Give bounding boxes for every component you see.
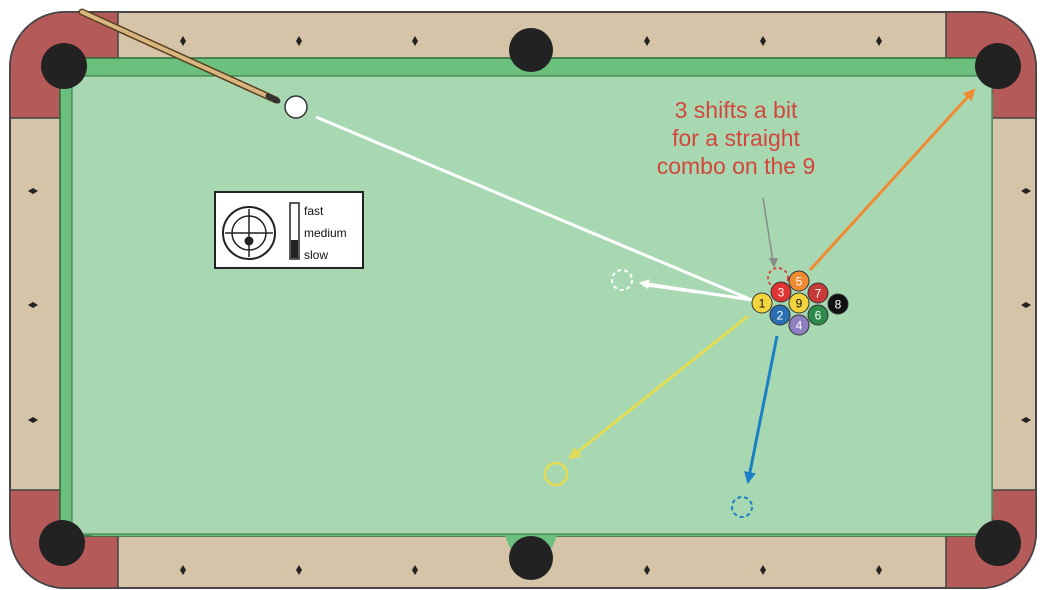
callout-line-2: for a straight — [606, 124, 866, 152]
ball-1: 1 — [752, 293, 772, 313]
speed-label-fast: fast — [304, 204, 323, 218]
speed-meter-icon — [288, 202, 302, 262]
ball-4-label: 4 — [796, 319, 803, 333]
ball-4: 4 — [789, 315, 809, 335]
ball-6-label: 6 — [815, 309, 822, 323]
ball-1-label: 1 — [759, 297, 766, 311]
ball-8-label: 8 — [835, 298, 842, 312]
ball-7: 7 — [808, 283, 828, 303]
callout-line-3: combo on the 9 — [606, 152, 866, 180]
ball-5: 5 — [789, 271, 809, 291]
speed-label-slow: slow — [304, 248, 328, 262]
ball-7-label: 7 — [815, 287, 822, 301]
ball-9-label: 9 — [796, 297, 803, 311]
ball-2-label: 2 — [777, 309, 784, 323]
ball-9: 9 — [789, 293, 809, 313]
combo-callout: 3 shifts a bit for a straight combo on t… — [606, 96, 866, 180]
ball-8: 8 — [828, 294, 848, 314]
ball-6: 6 — [808, 305, 828, 325]
ball-2: 2 — [770, 305, 790, 325]
callout-line-1: 3 shifts a bit — [606, 96, 866, 124]
speed-label-medium: medium — [304, 226, 347, 240]
ball-5-label: 5 — [796, 275, 803, 289]
ball-3-label: 3 — [778, 286, 785, 300]
ball-3: 3 — [771, 282, 791, 302]
